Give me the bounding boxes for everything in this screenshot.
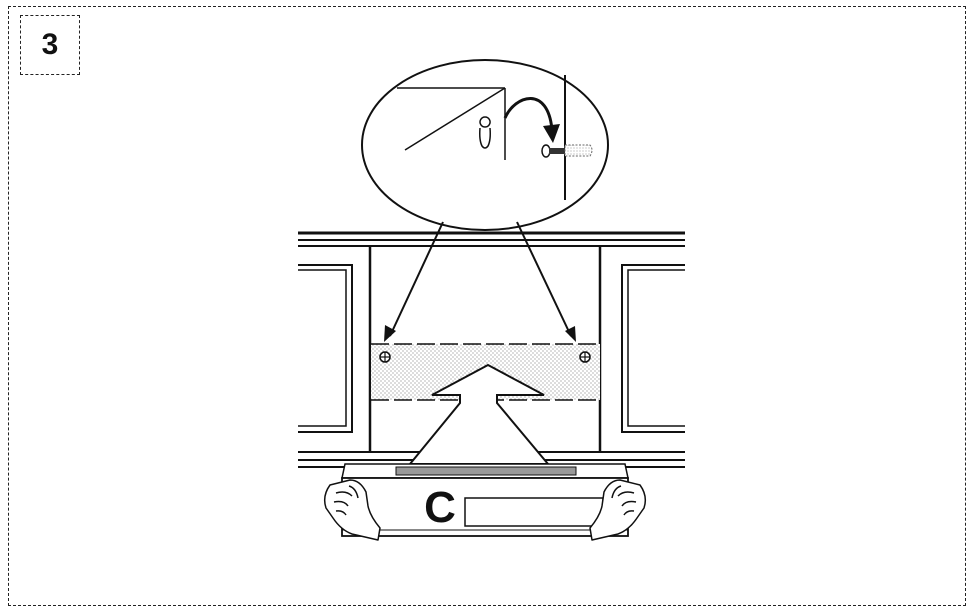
cabinet xyxy=(298,231,685,468)
step-number: 3 xyxy=(41,28,59,61)
device-c xyxy=(341,463,629,537)
step-number-badge: 3 xyxy=(20,15,80,75)
screw-left-icon xyxy=(379,351,391,363)
device-label: C xyxy=(424,483,456,532)
screw-right-icon xyxy=(579,351,591,363)
right-hand-icon xyxy=(589,479,647,541)
pointer-arrow-right-icon xyxy=(516,221,576,342)
detail-callout xyxy=(361,59,609,231)
pointer-arrow-left-icon xyxy=(384,221,444,342)
left-hand-icon xyxy=(323,479,381,541)
mounting-illustration: C xyxy=(298,59,685,541)
upward-arrow-icon xyxy=(407,363,551,465)
